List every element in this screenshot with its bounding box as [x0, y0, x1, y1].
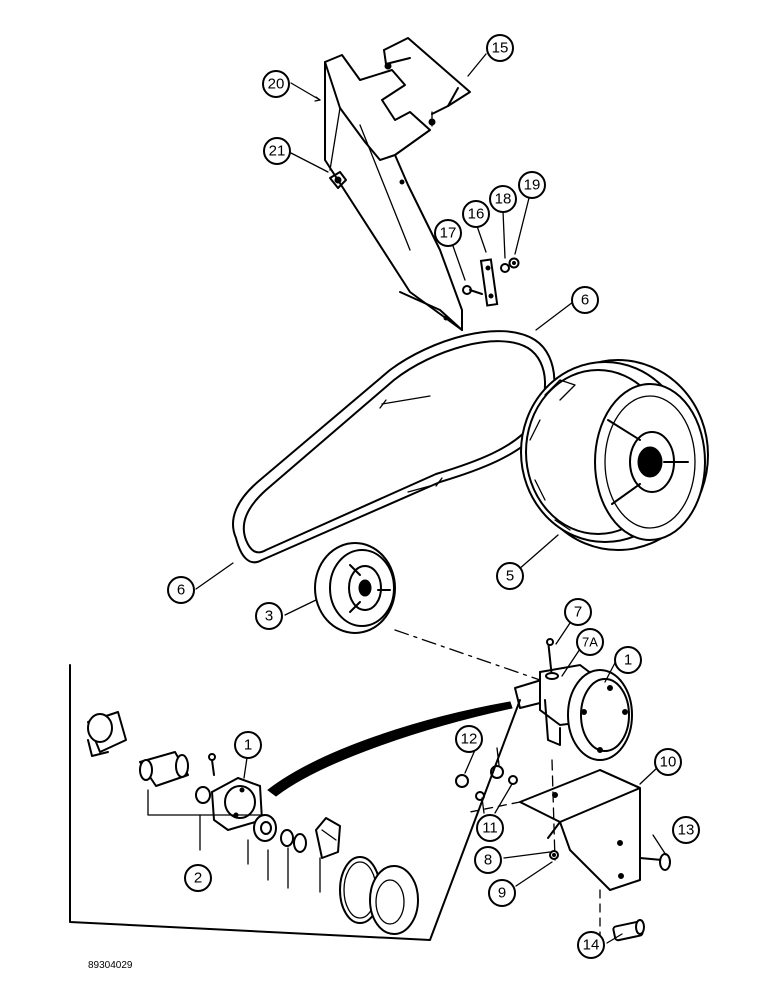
callout-9: 9 — [488, 879, 516, 907]
svg-text:10: 10 — [660, 754, 677, 771]
callout-18: 18 — [489, 185, 517, 213]
svg-text:6: 6 — [177, 582, 185, 599]
shield-bracket — [383, 37, 471, 127]
svg-text:20: 20 — [268, 76, 285, 93]
callout-8: 8 — [474, 846, 502, 874]
callout-5: 5 — [496, 562, 524, 590]
callout-10: 10 — [654, 748, 682, 776]
bolt-part — [462, 285, 483, 295]
callout-1-pump: 1 — [614, 646, 642, 674]
callout-12: 12 — [455, 725, 483, 753]
svg-text:5: 5 — [506, 568, 514, 585]
callout-7A: 7A — [576, 628, 604, 656]
callout-13: 13 — [672, 816, 700, 844]
leader-lines — [195, 53, 667, 944]
svg-text:2: 2 — [194, 870, 202, 887]
callout-7: 7 — [564, 598, 592, 626]
callout-17: 17 — [434, 219, 462, 247]
washer-nut-parts — [500, 257, 520, 273]
svg-text:7A: 7A — [582, 635, 598, 650]
svg-text:13: 13 — [678, 822, 695, 839]
svg-text:17: 17 — [440, 225, 457, 242]
callout-16: 16 — [462, 200, 490, 228]
callout-20: 20 — [262, 70, 290, 98]
callout-14: 14 — [577, 931, 605, 959]
svg-text:16: 16 — [468, 206, 485, 223]
svg-text:19: 19 — [524, 177, 541, 194]
callout-6-top: 6 — [571, 286, 599, 314]
callout-19: 19 — [518, 171, 546, 199]
figure-number: 89304029 — [88, 960, 133, 971]
callout-15: 15 — [486, 34, 514, 62]
strap-part — [479, 258, 499, 307]
svg-text:6: 6 — [581, 292, 589, 309]
svg-text:8: 8 — [484, 852, 492, 869]
callout-1-inset: 1 — [234, 731, 262, 759]
small-pulley — [314, 542, 541, 681]
detail-inset — [69, 664, 521, 941]
clip-part — [329, 171, 347, 189]
v-belt — [232, 330, 556, 564]
belt-shield — [324, 54, 463, 331]
large-pulley — [520, 359, 709, 551]
water-pump — [514, 638, 633, 861]
svg-text:3: 3 — [265, 608, 273, 625]
svg-text:21: 21 — [269, 143, 286, 160]
svg-text:1: 1 — [244, 737, 252, 754]
svg-text:11: 11 — [482, 820, 498, 837]
svg-text:1: 1 — [624, 652, 632, 669]
svg-text:14: 14 — [583, 937, 600, 954]
callout-3: 3 — [255, 602, 283, 630]
svg-text:7: 7 — [574, 604, 582, 621]
svg-text:12: 12 — [461, 731, 478, 748]
hardware-parts — [455, 765, 671, 942]
callout-6-left: 6 — [167, 576, 195, 604]
callout-21: 21 — [263, 137, 291, 165]
svg-text:9: 9 — [498, 885, 506, 902]
callout-2: 2 — [184, 864, 212, 892]
svg-text:18: 18 — [495, 191, 512, 208]
svg-text:15: 15 — [492, 40, 509, 57]
callout-11: 11 — [476, 814, 504, 842]
